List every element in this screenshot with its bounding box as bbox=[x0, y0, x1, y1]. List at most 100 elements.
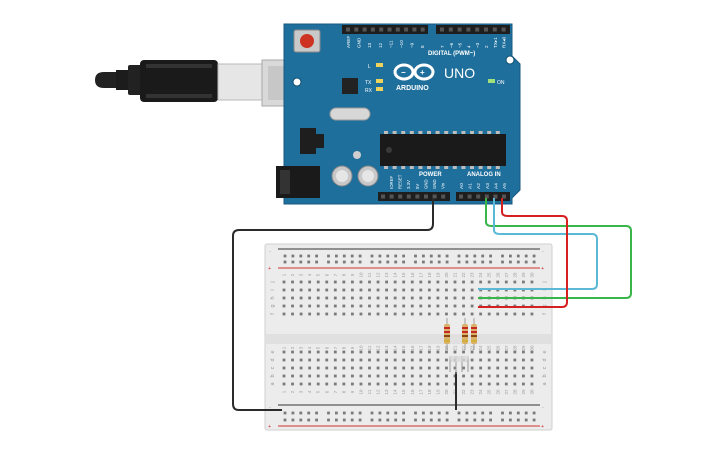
breadboard-hole[interactable] bbox=[419, 288, 423, 292]
breadboard-hole[interactable] bbox=[370, 254, 374, 258]
pin-hole[interactable] bbox=[362, 27, 367, 32]
breadboard-hole[interactable] bbox=[462, 312, 465, 316]
breadboard-hole[interactable] bbox=[513, 382, 517, 386]
breadboard-hole[interactable] bbox=[299, 304, 303, 308]
breadboard-hole[interactable] bbox=[282, 280, 286, 284]
breadboard-hole[interactable] bbox=[368, 296, 371, 300]
breadboard-hole[interactable] bbox=[316, 312, 320, 316]
breadboard-hole[interactable] bbox=[402, 350, 406, 354]
breadboard-hole[interactable] bbox=[325, 280, 329, 284]
breadboard-hole[interactable] bbox=[445, 304, 448, 308]
breadboard-hole[interactable] bbox=[532, 254, 536, 258]
breadboard-hole[interactable] bbox=[489, 260, 492, 264]
breadboard-hole[interactable] bbox=[436, 280, 440, 284]
breadboard-hole[interactable] bbox=[496, 374, 500, 378]
breadboard-hole[interactable] bbox=[368, 358, 371, 362]
resistor-3[interactable] bbox=[471, 318, 477, 350]
breadboard-hole[interactable] bbox=[504, 358, 508, 362]
breadboard-hole[interactable] bbox=[333, 312, 337, 316]
breadboard-hole[interactable] bbox=[299, 296, 303, 300]
rgb-led[interactable] bbox=[449, 356, 469, 374]
breadboard-hole[interactable] bbox=[368, 312, 371, 316]
breadboard-hole[interactable] bbox=[489, 418, 492, 422]
breadboard-hole[interactable] bbox=[368, 304, 371, 308]
pin-hole[interactable] bbox=[440, 27, 444, 32]
breadboard-hole[interactable] bbox=[410, 382, 414, 386]
breadboard-hole[interactable] bbox=[351, 312, 354, 316]
breadboard-hole[interactable] bbox=[489, 254, 492, 258]
breadboard-hole[interactable] bbox=[530, 350, 534, 354]
breadboard-hole[interactable] bbox=[504, 374, 508, 378]
pin-hole[interactable] bbox=[387, 27, 392, 32]
breadboard-hole[interactable] bbox=[282, 382, 286, 386]
pin-hole[interactable] bbox=[492, 27, 497, 32]
breadboard-hole[interactable] bbox=[436, 304, 440, 308]
breadboard-hole[interactable] bbox=[470, 312, 474, 316]
breadboard-hole[interactable] bbox=[299, 260, 303, 264]
breadboard-hole[interactable] bbox=[316, 304, 320, 308]
breadboard-hole[interactable] bbox=[327, 418, 330, 422]
breadboard-hole[interactable] bbox=[487, 358, 491, 362]
pin-hole[interactable] bbox=[441, 194, 446, 199]
breadboard-hole[interactable] bbox=[532, 418, 536, 422]
breadboard-hole[interactable] bbox=[333, 304, 337, 308]
breadboard-hole[interactable] bbox=[462, 280, 465, 284]
breadboard-hole[interactable] bbox=[351, 382, 354, 386]
breadboard-hole[interactable] bbox=[496, 382, 500, 386]
breadboard-hole[interactable] bbox=[437, 260, 441, 264]
breadboard-hole[interactable] bbox=[376, 312, 380, 316]
breadboard-hole[interactable] bbox=[402, 288, 406, 292]
pin-hole[interactable] bbox=[412, 27, 417, 32]
pin-hole[interactable] bbox=[346, 27, 350, 32]
breadboard-hole[interactable] bbox=[402, 358, 406, 362]
breadboard-hole[interactable] bbox=[370, 418, 374, 422]
breadboard-hole[interactable] bbox=[283, 418, 287, 422]
breadboard-hole[interactable] bbox=[342, 312, 346, 316]
breadboard-hole[interactable] bbox=[496, 280, 500, 284]
breadboard-hole[interactable] bbox=[299, 382, 303, 386]
breadboard-hole[interactable] bbox=[316, 296, 320, 300]
breadboard-hole[interactable] bbox=[402, 296, 406, 300]
pin-hole[interactable] bbox=[467, 194, 472, 199]
breadboard-hole[interactable] bbox=[513, 358, 517, 362]
breadboard-hole[interactable] bbox=[299, 254, 303, 258]
breadboard-hole[interactable] bbox=[473, 411, 477, 415]
power-pin-header[interactable] bbox=[378, 192, 450, 201]
breadboard-hole[interactable] bbox=[308, 312, 312, 316]
breadboard-hole[interactable] bbox=[385, 288, 388, 292]
resistor-1[interactable] bbox=[444, 318, 450, 350]
breadboard-hole[interactable] bbox=[385, 350, 388, 354]
breadboard-hole[interactable] bbox=[402, 280, 406, 284]
breadboard-hole[interactable] bbox=[453, 312, 457, 316]
breadboard-hole[interactable] bbox=[325, 366, 329, 370]
breadboard-hole[interactable] bbox=[410, 374, 414, 378]
breadboard-hole[interactable] bbox=[342, 366, 346, 370]
breadboard-hole[interactable] bbox=[436, 288, 440, 292]
breadboard-hole[interactable] bbox=[427, 374, 431, 378]
pin-hole[interactable] bbox=[459, 194, 463, 199]
breadboard-hole[interactable] bbox=[368, 366, 371, 370]
pin-hole[interactable] bbox=[457, 27, 462, 32]
breadboard-hole[interactable] bbox=[385, 382, 388, 386]
breadboard-hole[interactable] bbox=[532, 411, 536, 415]
breadboard-hole[interactable] bbox=[445, 382, 448, 386]
breadboard-hole[interactable] bbox=[291, 288, 294, 292]
resistor-2[interactable] bbox=[462, 318, 468, 350]
breadboard-hole[interactable] bbox=[350, 411, 354, 415]
breadboard-hole[interactable] bbox=[316, 382, 320, 386]
breadboard-hole[interactable] bbox=[436, 312, 440, 316]
breadboard-hole[interactable] bbox=[414, 418, 417, 422]
breadboard-hole[interactable] bbox=[325, 304, 329, 308]
breadboard-hole[interactable] bbox=[522, 382, 525, 386]
breadboard-hole[interactable] bbox=[504, 350, 508, 354]
breadboard-hole[interactable] bbox=[342, 260, 346, 264]
breadboard-hole[interactable] bbox=[530, 280, 534, 284]
breadboard-hole[interactable] bbox=[479, 280, 483, 284]
breadboard-hole[interactable] bbox=[513, 312, 517, 316]
breadboard-hole[interactable] bbox=[453, 288, 457, 292]
breadboard-hole[interactable] bbox=[370, 411, 374, 415]
breadboard-hole[interactable] bbox=[333, 374, 337, 378]
breadboard-hole[interactable] bbox=[445, 366, 448, 370]
breadboard-hole[interactable] bbox=[496, 366, 500, 370]
breadboard-hole[interactable] bbox=[358, 254, 362, 258]
